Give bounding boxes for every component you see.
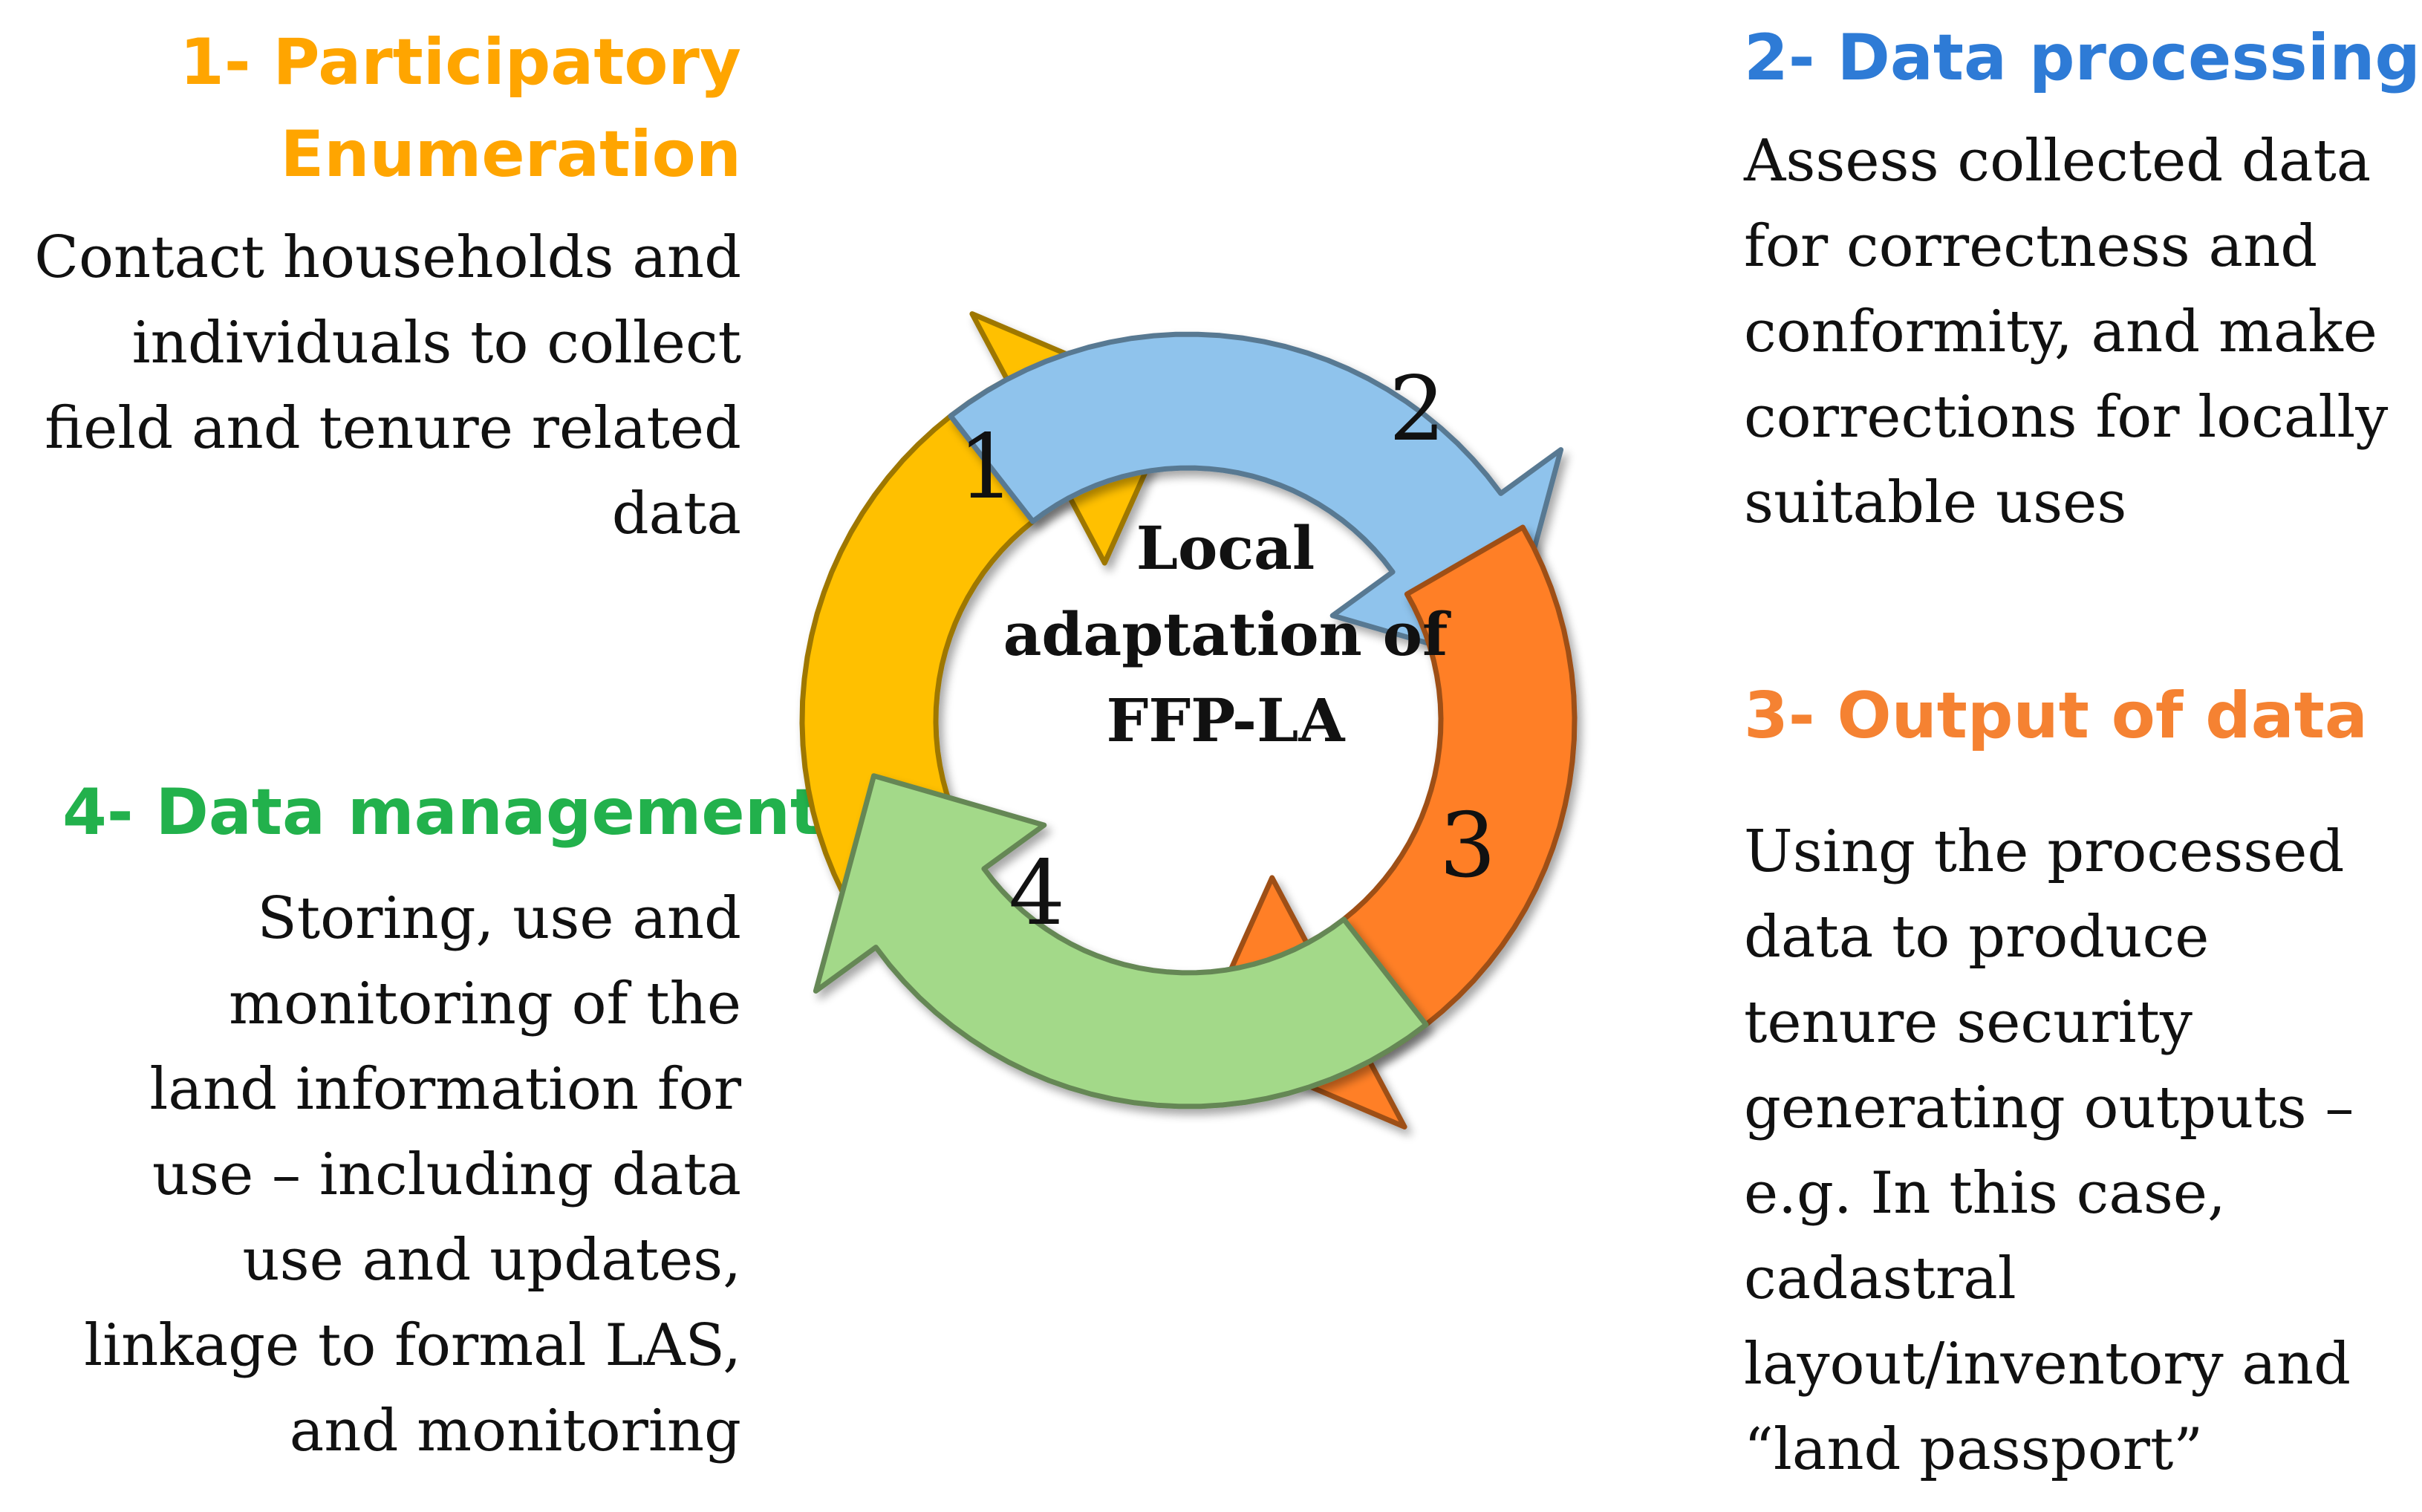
stage-2-description-line: conformity, and make — [1744, 299, 2377, 365]
cycle-numbers: 1 2 3 4 — [958, 358, 1496, 945]
stage-1-description: Contact households and individuals to co… — [34, 215, 741, 557]
arrow-number-2: 2 — [1389, 358, 1445, 461]
stage-3-description-line: “land passport” — [1744, 1416, 2204, 1483]
stage-1-title-line: 1- Participatory — [180, 25, 741, 100]
stage-3-title-line: 3- Output of data — [1744, 679, 2368, 753]
cycle-arrow-4 — [813, 773, 1429, 1109]
stage-3-description-line: layout/inventory and — [1744, 1331, 2351, 1398]
stage-4-description-line: linkage to formal LAS, — [84, 1312, 741, 1379]
stage-1-description-line: individuals to collect — [131, 310, 741, 377]
center-label-line: FFP-LA — [1106, 685, 1345, 755]
stage-2-description-line: Assess collected data — [1744, 128, 2371, 195]
stage-3-description-line: e.g. In this case, — [1744, 1160, 2226, 1227]
stage-1-description-line: Contact households and — [34, 224, 741, 291]
arrow-number-3: 3 — [1439, 795, 1496, 898]
stage-4-description-line: land information for — [149, 1056, 741, 1123]
center-label: Local adaptation of FFP-LA — [958, 505, 1493, 763]
stage-2-title: 2- Data processing — [1744, 12, 2421, 104]
stage-4-description-line: monitoring of the — [229, 971, 741, 1037]
stage-4-description-line: use and updates, — [242, 1227, 741, 1294]
stage-1-description-line: data — [611, 480, 741, 547]
stage-2-description-line: for correctness and — [1744, 213, 2318, 280]
stage-4-title: 4- Data management — [62, 766, 821, 858]
stage-3-description-line: generating outputs – — [1744, 1075, 2354, 1141]
stage-3-description-line: Using the processed — [1744, 818, 2345, 885]
center-label-line: adaptation of — [1003, 599, 1448, 669]
stage-2-description-line: corrections for locally — [1744, 384, 2389, 451]
stage-3-title: 3- Output of data — [1744, 670, 2368, 762]
stage-1-description-line: field and tenure related — [45, 395, 741, 462]
stage-4-description: Storing, use and monitoring of the land … — [84, 876, 741, 1474]
stage-3-description: Using the processed data to produce tenu… — [1744, 809, 2354, 1493]
stage-2-description-line: suitable uses — [1744, 469, 2127, 536]
stage-2-title-line: 2- Data processing — [1744, 21, 2421, 95]
cycle-arrow-2 — [948, 331, 1564, 668]
stage-1-title-line: Enumeration — [280, 117, 741, 192]
arrow-number-4: 4 — [1009, 842, 1065, 945]
cycle-arrows — [799, 311, 1578, 1130]
stage-3-description-line: tenure security — [1744, 989, 2193, 1056]
stage-2-description: Assess collected data for correctness an… — [1744, 119, 2388, 546]
stage-3-description-line: cadastral — [1744, 1245, 2016, 1312]
stage-4-description-line: Storing, use and — [257, 885, 741, 952]
stage-3-description-line: data to produce — [1744, 904, 2210, 971]
center-label-line: Local — [1136, 513, 1315, 583]
arrow-number-1: 1 — [958, 416, 1015, 519]
stage-4-title-line: 4- Data management — [62, 775, 821, 850]
stage-4-description-line: use – including data — [152, 1141, 741, 1208]
cycle-diagram: 1 2 3 4 — [799, 311, 1578, 1130]
stage-4-description-line: and monitoring — [289, 1398, 741, 1464]
stage-1-title: 1- Participatory Enumeration — [180, 16, 741, 201]
